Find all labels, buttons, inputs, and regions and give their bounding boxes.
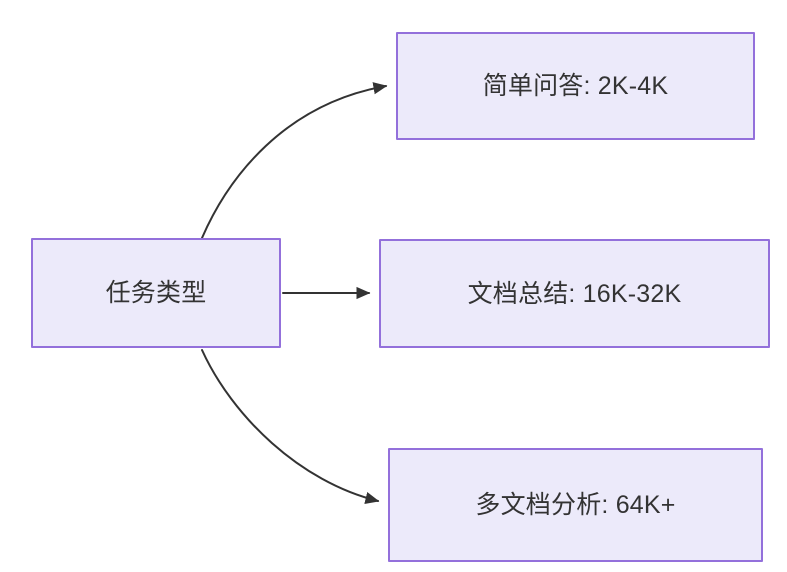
node-task-type-label: 任务类型 [105,279,207,307]
edge-root-to-multi-doc-analysis [201,349,380,504]
node-simple-qa-label: 简单问答: 2K-4K [482,72,669,100]
node-multi-doc-analysis[interactable]: 多文档分析: 64K+ [388,448,763,562]
node-task-type[interactable]: 任务类型 [31,238,281,348]
node-doc-summary-label: 文档总结: 16K-32K [467,279,682,308]
node-multi-doc-analysis-label: 多文档分析: 64K+ [475,491,676,519]
edge-root-to-simple-qa [201,82,388,239]
node-simple-qa[interactable]: 简单问答: 2K-4K [396,32,755,140]
node-doc-summary[interactable]: 文档总结: 16K-32K [379,239,770,348]
